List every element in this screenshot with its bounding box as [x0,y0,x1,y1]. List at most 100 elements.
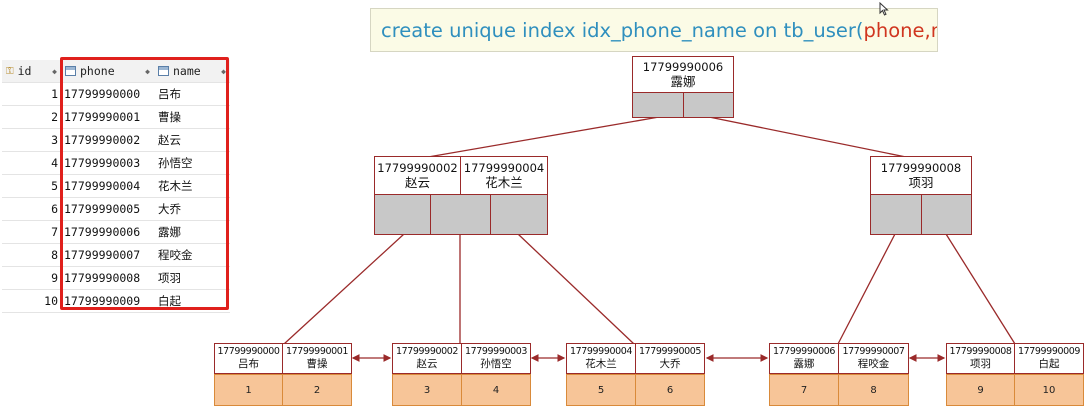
edge-root-left [427,116,660,158]
cell-id[interactable]: 3 [2,128,61,152]
sql-column-name: name [931,19,937,42]
node-pointer [870,194,922,235]
leaf-row-data: 5 [566,374,636,406]
primary-key-icon: ⚿ [6,65,14,77]
cell-phone[interactable]: 17799990000 [61,82,154,106]
leaf-node-3: 17799990004 花木兰 17799990005 大乔 5 6 [566,343,705,406]
cell-name[interactable]: 孙悟空 [154,151,230,175]
internal-node-right: 17799990008 项羽 [870,156,972,235]
leaf-key: 17799990002 赵云 [392,343,462,374]
node-pointer [632,92,684,118]
node-key: 17799990006 露娜 [632,56,734,93]
cell-phone[interactable]: 17799990008 [61,266,154,290]
node-pointer [921,194,972,235]
leaf-key: 17799990005 大乔 [635,343,705,374]
edge-right-leaf4 [837,233,896,345]
cell-id[interactable]: 5 [2,174,61,198]
leaf-row-data: 8 [838,374,909,406]
leaf-key: 17799990001 曹操 [282,343,352,374]
leaf-key: 17799990000 吕布 [214,343,283,374]
column-header-name[interactable]: name◆ [154,60,230,83]
cell-phone[interactable]: 17799990006 [61,220,154,244]
cell-id[interactable]: 6 [2,197,61,221]
column-icon [65,66,76,76]
sql-separator: , [924,18,931,42]
column-header-phone[interactable]: phone◆ [61,60,154,83]
leaf-key: 17799990006 露娜 [769,343,839,374]
leaf-row-data: 7 [769,374,839,406]
cell-phone[interactable]: 17799990003 [61,151,154,175]
node-key: 17799990002 赵云 [374,156,461,195]
leaf-row-data: 3 [392,374,462,406]
column-icon [158,66,169,76]
cell-id[interactable]: 2 [2,105,61,129]
edge-right-leaf5 [945,233,1016,345]
leaf-node-4: 17799990006 露娜 17799990007 程咬金 7 8 [769,343,909,406]
leaf-node-1: 17799990000 吕布 17799990001 曹操 1 2 [214,343,352,406]
index-columns-highlight [60,57,229,310]
leaf-key: 17799990004 花木兰 [566,343,636,374]
cell-name[interactable]: 项羽 [154,266,230,290]
node-key: 17799990008 项羽 [870,156,972,195]
sql-column-phone: phone [863,18,925,42]
cell-id[interactable]: 10 [2,289,61,313]
cell-name[interactable]: 吕布 [154,82,230,106]
leaf-key: 17799990003 孙悟空 [461,343,531,374]
leaf-row-data: 6 [635,374,705,406]
cell-id[interactable]: 4 [2,151,61,175]
node-key: 17799990004 花木兰 [460,156,548,195]
column-header-id[interactable]: ⚿id◆ [2,60,61,83]
cell-name[interactable]: 露娜 [154,220,230,244]
leaf-key: 17799990008 项羽 [946,343,1015,374]
table-header-row: ⚿id◆ phone◆ name◆ [2,60,230,83]
leaf-row-data: 9 [946,374,1015,406]
leaf-row-data: 2 [282,374,352,406]
sort-icon[interactable]: ◆ [221,66,226,76]
cell-phone[interactable]: 17799990007 [61,243,154,267]
cell-name[interactable]: 大乔 [154,197,230,221]
node-pointer [430,194,491,235]
cell-phone[interactable]: 17799990001 [61,105,154,129]
cell-id[interactable]: 9 [2,266,61,290]
cell-name[interactable]: 花木兰 [154,174,230,198]
cell-phone[interactable]: 17799990002 [61,128,154,152]
node-pointer [374,194,431,235]
cell-name[interactable]: 曹操 [154,105,230,129]
edge-root-right [708,116,907,158]
leaf-row-data: 10 [1014,374,1084,406]
edge-left-leaf1 [283,233,405,345]
node-pointer [490,194,548,235]
cell-name[interactable]: 赵云 [154,128,230,152]
leaf-node-5: 17799990008 项羽 17799990009 白起 9 10 [946,343,1084,406]
mouse-cursor-icon [879,2,889,16]
node-pointer [683,92,734,118]
leaf-key: 17799990009 白起 [1014,343,1084,374]
sql-statement-box: create unique index idx_phone_name on tb… [370,8,938,52]
leaf-row-data: 4 [461,374,531,406]
cell-name[interactable]: 程咬金 [154,243,230,267]
leaf-key: 17799990007 程咬金 [838,343,909,374]
sort-icon[interactable]: ◆ [145,66,150,76]
sql-prefix: create unique index idx_phone_name on tb… [381,18,864,42]
cell-phone[interactable]: 17799990005 [61,197,154,221]
cell-id[interactable]: 7 [2,220,61,244]
leaf-row-data: 1 [214,374,283,406]
root-node: 17799990006 露娜 [632,56,734,118]
edge-left-leaf3 [517,233,635,345]
internal-node-left: 17799990002 赵云 17799990004 花木兰 [374,156,548,235]
cell-phone[interactable]: 17799990004 [61,174,154,198]
cell-id[interactable]: 1 [2,82,61,106]
leaf-node-2: 17799990002 赵云 17799990003 孙悟空 3 4 [392,343,531,406]
sort-icon[interactable]: ◆ [52,66,57,76]
cell-id[interactable]: 8 [2,243,61,267]
